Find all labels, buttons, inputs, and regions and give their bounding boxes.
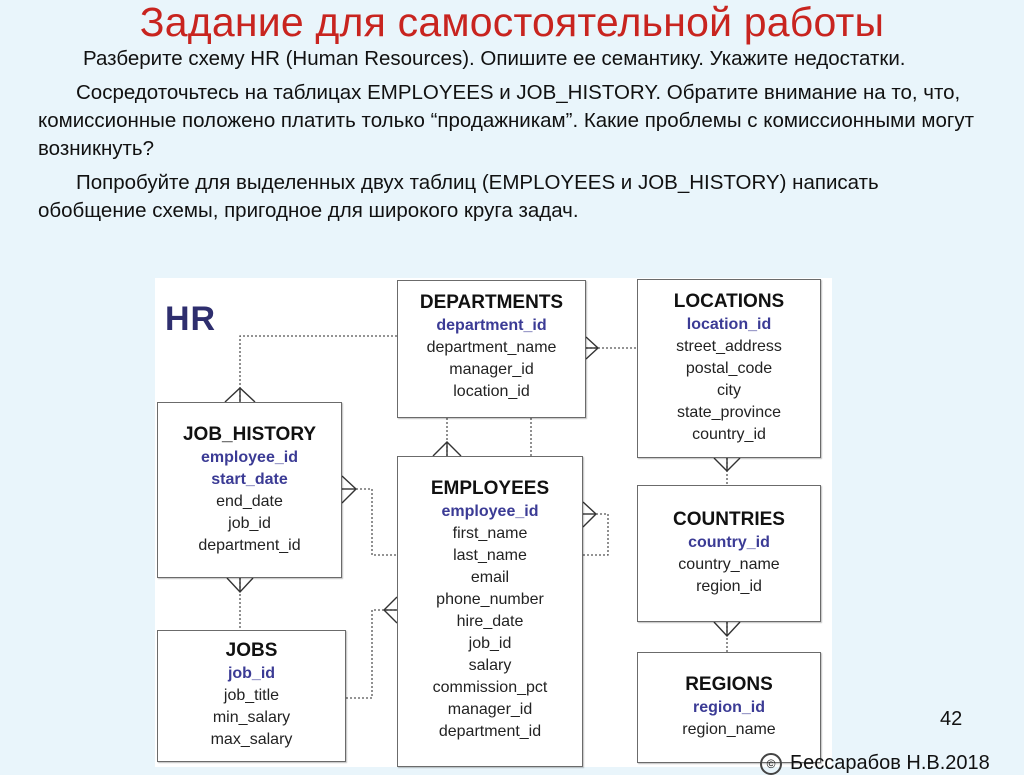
field: department_id	[438, 723, 542, 740]
field-pk: department_id	[436, 317, 547, 334]
copyright-icon: ©	[760, 752, 782, 775]
field: location_id	[453, 383, 530, 400]
task-paragraph-2: Сосредоточьтесь на таблицах EMPLOYEES и …	[38, 81, 974, 160]
field: email	[470, 569, 510, 586]
field: last_name	[453, 547, 527, 564]
field: job_title	[223, 687, 280, 704]
field-pk: country_id	[688, 534, 770, 551]
field: country_id	[692, 426, 766, 443]
field: manager_id	[449, 361, 534, 378]
task-paragraph-1: Разберите схему HR (Human Resources). Оп…	[83, 47, 906, 70]
field: salary	[468, 657, 512, 674]
table-name: REGIONS	[685, 674, 773, 695]
field-pk: start_date	[211, 471, 288, 488]
slide-title: Задание для самостоятельной работы	[139, 0, 885, 45]
table-countries: COUNTRIES country_id country_name region…	[637, 485, 821, 622]
task-paragraph-3: Попробуйте для выделенных двух таблиц (E…	[38, 171, 879, 222]
task-text: Разберите схему HR (Human Resources). Оп…	[38, 45, 988, 231]
table-name: EMPLOYEES	[430, 478, 550, 499]
field: city	[717, 382, 741, 399]
table-regions: REGIONS region_id region_name	[637, 652, 821, 763]
table-name: DEPARTMENTS	[419, 292, 564, 313]
copyright-text: Бессарабов Н.В.2018	[790, 752, 990, 774]
field: hire_date	[456, 613, 524, 630]
field-pk: job_id	[227, 665, 276, 682]
field-pk: employee_id	[201, 449, 298, 466]
field: region_name	[682, 721, 776, 738]
field: job_id	[228, 515, 271, 532]
table-departments: DEPARTMENTS department_id department_nam…	[397, 280, 586, 418]
field: state_province	[676, 404, 782, 421]
field: job_id	[468, 635, 512, 652]
field: department_id	[198, 537, 301, 554]
table-locations: LOCATIONS location_id street_address pos…	[637, 279, 821, 458]
page-number: 42	[940, 708, 963, 730]
table-employees: EMPLOYEES employee_id first_name last_na…	[397, 456, 583, 767]
field: country_name	[678, 556, 780, 573]
field: max_salary	[210, 731, 293, 748]
diagram-label: HR	[165, 300, 217, 338]
field: department_name	[426, 339, 557, 356]
field: min_salary	[212, 709, 291, 726]
field: postal_code	[685, 360, 773, 377]
field: first_name	[452, 525, 528, 542]
field: phone_number	[436, 591, 544, 608]
field-pk: employee_id	[441, 503, 539, 520]
table-name: LOCATIONS	[673, 291, 785, 312]
table-name: COUNTRIES	[673, 509, 785, 530]
field: commission_pct	[432, 679, 548, 696]
field: region_id	[696, 578, 762, 595]
table-name: JOBS	[225, 640, 278, 661]
field-pk: region_id	[692, 699, 765, 716]
field: street_address	[676, 338, 782, 355]
copyright: © Бессарабов Н.В.2018	[760, 752, 990, 775]
table-jobs: JOBS job_id job_title min_salary max_sal…	[157, 630, 346, 762]
field-pk: location_id	[686, 316, 772, 333]
table-job-history: JOB_HISTORY employee_id start_date end_d…	[157, 402, 342, 578]
table-name: JOB_HISTORY	[182, 424, 317, 445]
field: end_date	[216, 493, 283, 510]
field: manager_id	[447, 701, 533, 718]
